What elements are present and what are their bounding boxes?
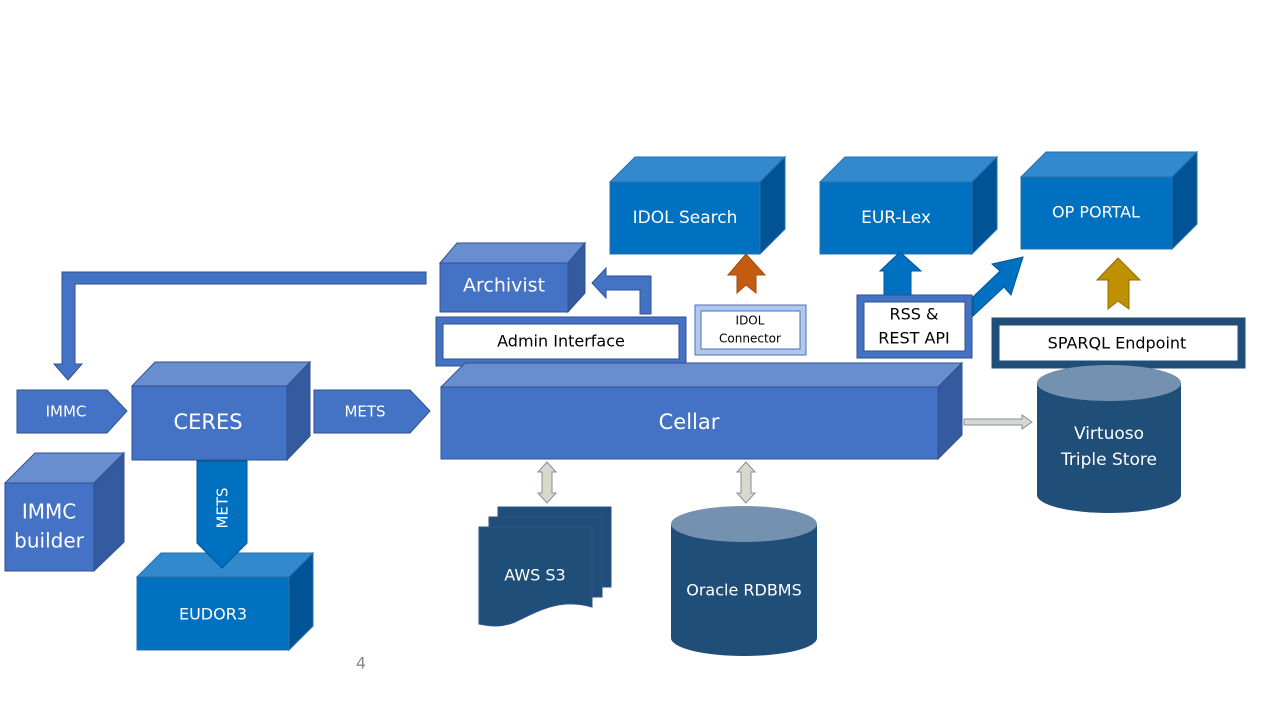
ceres-top — [130, 361, 312, 387]
rss-to-opportal-arrow — [972, 256, 1024, 318]
aws-s3-label: AWS S3 — [504, 566, 565, 585]
virtuoso-triple-store[interactable]: Virtuoso Triple Store — [1037, 365, 1181, 513]
aws-s3-page-1 — [478, 526, 593, 627]
admin-interface-label: Admin Interface — [497, 332, 625, 351]
immc-builder-front — [4, 482, 95, 572]
rss-rest-api-box[interactable]: RSS & REST API — [856, 294, 973, 359]
oracle-top — [671, 506, 817, 542]
idol-connector-arrow — [726, 253, 767, 295]
eur-lex-top — [818, 156, 999, 183]
ceres-box[interactable]: CERES — [130, 360, 312, 462]
mets-down-arrow-shape — [196, 460, 248, 569]
immc-arrow-label: IMMC — [46, 403, 87, 421]
mets-arrow: METS — [313, 389, 431, 434]
virtuoso-body — [1037, 383, 1181, 513]
idol-connector-inner — [700, 310, 801, 350]
archivist-box[interactable]: Archivist — [438, 241, 587, 314]
mets-arrow-label: METS — [344, 403, 385, 421]
admin-interface-inner — [442, 323, 680, 360]
idol-search-front — [609, 181, 761, 255]
page-number: 4 — [356, 654, 366, 673]
virtuoso-top — [1037, 365, 1181, 401]
immc-builder-label-1: IMMC — [22, 500, 76, 524]
sparql-endpoint-box[interactable]: SPARQL Endpoint — [991, 317, 1246, 369]
cellar-top — [439, 362, 964, 388]
immc-arrow-shape — [16, 389, 128, 434]
idol-search-box[interactable]: IDOL Search — [608, 155, 787, 256]
cellar-aws-double-arrow — [536, 461, 558, 504]
idol-search-label: IDOL Search — [633, 208, 738, 228]
immc-arrow: IMMC — [16, 389, 128, 434]
cellar-to-virtuoso-arrow — [963, 414, 1033, 430]
cellar-front — [440, 386, 939, 460]
eudor3-box[interactable]: EUDOR3 — [135, 551, 315, 652]
op-portal-box[interactable]: OP PORTAL — [1019, 150, 1199, 251]
cellar-label: Cellar — [659, 410, 720, 434]
eudor3-front — [136, 576, 290, 651]
cellar-oracle-double-arrow — [735, 461, 757, 504]
mets-down-arrow: METS — [196, 460, 248, 569]
sparql-endpoint-label: SPARQL Endpoint — [1048, 334, 1187, 353]
archivist-label: Archivist — [463, 275, 545, 297]
oracle-rdbms[interactable]: Oracle RDBMS — [671, 506, 817, 656]
immc-builder-box[interactable]: IMMC builder — [3, 451, 126, 573]
admin-to-archivist-arrow — [591, 266, 652, 315]
mets-arrow-shape — [313, 389, 431, 434]
rss-to-eurlex-arrow — [878, 251, 923, 297]
idol-connector-box[interactable]: IDOL Connector — [694, 304, 807, 356]
archivist-top — [438, 242, 587, 264]
op-portal-top — [1019, 151, 1199, 178]
eur-lex-label: EUR-Lex — [861, 208, 931, 228]
virtuoso-label-2: Triple Store — [1060, 450, 1157, 470]
rss-rest-api-label-2: REST API — [878, 329, 950, 348]
ceres-label: CERES — [173, 410, 242, 434]
eudor3-label: EUDOR3 — [179, 605, 247, 624]
oracle-body — [671, 524, 817, 656]
admin-interface-box[interactable]: Admin Interface — [435, 316, 687, 367]
virtuoso-label-1: Virtuoso — [1074, 424, 1144, 444]
op-portal-front — [1020, 176, 1173, 250]
idol-connector-label-2: Connector — [719, 332, 781, 346]
cellar-box[interactable]: Cellar — [439, 361, 964, 461]
sparql-endpoint-inner — [998, 324, 1239, 362]
rss-rest-api-label-1: RSS & — [890, 305, 939, 324]
rss-rest-api-inner — [863, 301, 966, 352]
immc-builder-label-2: builder — [14, 529, 84, 553]
idol-search-top — [608, 156, 787, 183]
mets-down-arrow-label: METS — [214, 487, 232, 528]
ceres-front — [131, 385, 288, 461]
archivist-front — [439, 262, 569, 313]
oracle-label: Oracle RDBMS — [686, 581, 802, 600]
eur-lex-box[interactable]: EUR-Lex — [818, 155, 999, 256]
idol-connector-label-1: IDOL — [736, 314, 765, 328]
aws-s3-storage[interactable]: AWS S3 — [478, 506, 612, 627]
op-portal-label: OP PORTAL — [1052, 203, 1140, 222]
archivist-to-immc-arrow — [52, 271, 427, 381]
sparql-to-opportal-arrow — [1095, 257, 1142, 311]
eur-lex-front — [819, 181, 973, 255]
